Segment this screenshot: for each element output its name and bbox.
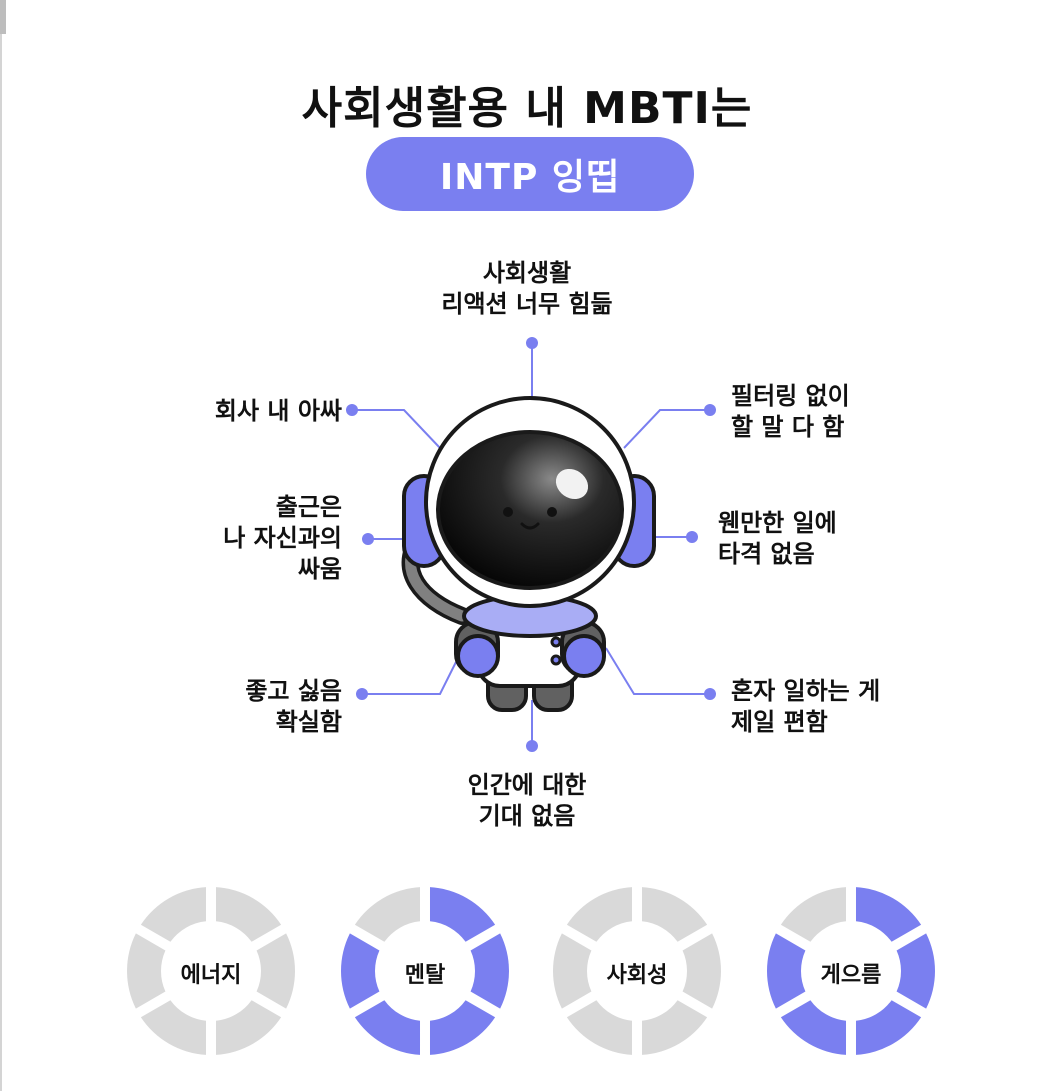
- stat-gauges: [127, 887, 936, 1055]
- gauge-segment: [140, 887, 207, 942]
- trait-line: 제일 편함: [731, 708, 828, 736]
- trait-mid-right: 웬만한 일에 타격 없음: [718, 508, 837, 570]
- stat-label-mental: 멘탈: [404, 963, 446, 988]
- gauge-segment: [780, 1000, 847, 1055]
- gauge-segment: [429, 1000, 496, 1055]
- trait-line: 웬만한 일에: [718, 509, 837, 537]
- trait-line: 리액션 너무 힘듦: [441, 290, 613, 318]
- gauge-segment: [429, 887, 496, 942]
- page-title: 사회생활용 내 MBTI는: [301, 83, 753, 134]
- trait-line: 필터링 없이: [731, 382, 850, 410]
- gauge-segment: [855, 887, 922, 942]
- stat-gauge-energy: [127, 887, 295, 1055]
- gauge-segment: [641, 887, 708, 942]
- trait-top-left: 회사 내 아싸: [215, 396, 342, 427]
- trait-line: 기대 없음: [478, 802, 576, 830]
- trait-line: 출근은: [275, 493, 342, 521]
- left-border: [0, 0, 2, 1091]
- trait-top: 사회생활 리액션 너무 힘듦: [377, 258, 677, 320]
- gauge-segment: [470, 933, 509, 1009]
- connector-dots: [346, 337, 716, 752]
- stat-label-energy: 에너지: [180, 963, 242, 988]
- left-border-tick: [0, 0, 6, 34]
- gauge-segment: [553, 933, 592, 1009]
- astronaut-illustration: [346, 337, 716, 752]
- gauge-segment: [566, 887, 633, 942]
- trait-line: 사회생활: [482, 259, 572, 287]
- stat-gauge-social: [553, 887, 721, 1055]
- gauge-segment: [682, 933, 721, 1009]
- trait-line: 인간에 대한: [467, 771, 587, 799]
- gauge-segment: [354, 887, 421, 942]
- trait-bottom-right: 혼자 일하는 게 제일 편함: [731, 676, 880, 738]
- trait-bottom-left: 좋고 싫음 확실함: [245, 676, 342, 738]
- mbti-type-badge: INTP 잉띱: [366, 137, 694, 211]
- trait-mid-left: 출근은 나 자신과의 싸움: [223, 492, 342, 585]
- gauge-segment: [855, 1000, 922, 1055]
- gauge-segment: [780, 887, 847, 942]
- gauge-segment: [127, 933, 166, 1009]
- trait-line: 나 자신과의: [223, 524, 342, 552]
- stat-gauge-laziness: [767, 887, 936, 1055]
- trait-bottom: 인간에 대한 기대 없음: [377, 770, 677, 832]
- gauge-segment: [566, 1000, 633, 1055]
- gauge-segment: [767, 933, 806, 1009]
- astronaut-icon: [401, 396, 656, 712]
- trait-line: 싸움: [297, 555, 342, 583]
- gauge-segment: [354, 1000, 421, 1055]
- gauge-segment: [215, 887, 282, 942]
- stat-label-laziness: 게으름: [820, 963, 882, 988]
- gauge-segment: [215, 1000, 282, 1055]
- trait-top-right: 필터링 없이 할 말 다 함: [731, 381, 850, 443]
- trait-line: 확실함: [275, 708, 342, 736]
- stat-label-social: 사회성: [606, 963, 668, 988]
- gauge-segment: [140, 1000, 207, 1055]
- gauge-segment: [896, 933, 936, 1009]
- gauge-segment: [256, 933, 295, 1009]
- trait-line: 좋고 싫음: [245, 677, 342, 705]
- gauge-segment: [341, 933, 380, 1009]
- trait-line: 회사 내 아싸: [214, 397, 342, 425]
- trait-line: 할 말 다 함: [731, 413, 845, 441]
- stat-gauge-mental: [341, 887, 509, 1055]
- trait-line: 혼자 일하는 게: [731, 677, 881, 705]
- gauge-segment: [641, 1000, 708, 1055]
- trait-line: 타격 없음: [718, 540, 815, 568]
